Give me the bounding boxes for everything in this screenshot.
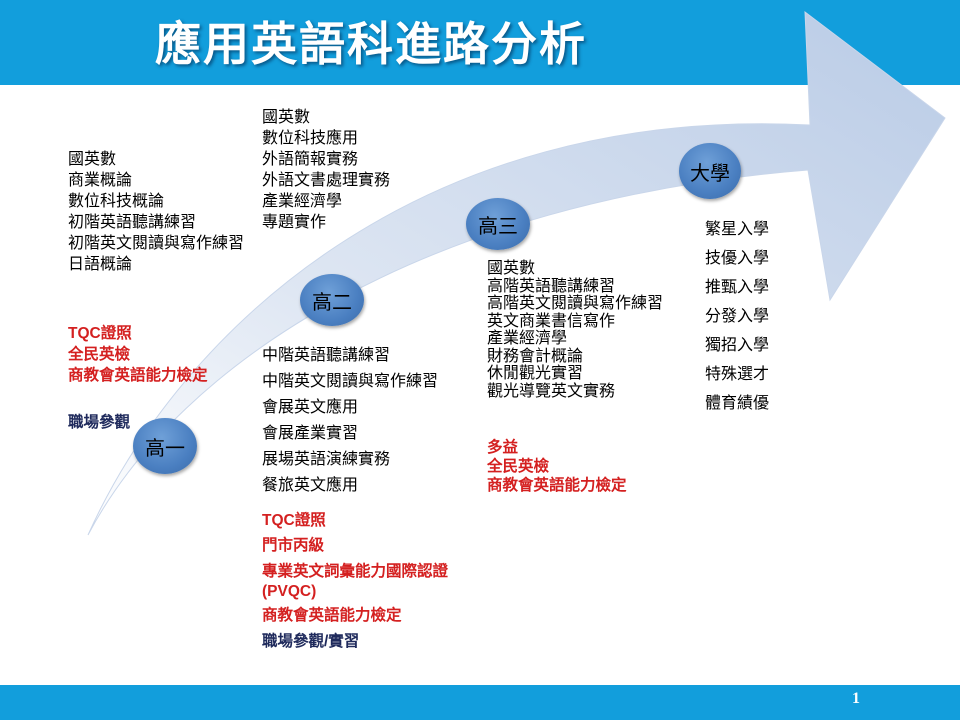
list-item: 國英數 [262, 107, 311, 126]
stage-node-university: 大學 [679, 143, 741, 199]
grade1-course-list: 國英數 商業概論 數位科技概論 初階英語聽講練習 初階英文閱讀與寫作練習 日語概… [68, 148, 244, 274]
list-item: 數位科技概論 [68, 191, 165, 210]
list-item: 餐旅英文應用 [262, 475, 359, 494]
certification-item: 全民英檢 [68, 346, 131, 363]
list-item: 產業經濟學 [487, 328, 568, 347]
list-item: 日語概論 [68, 254, 133, 273]
list-item: 繁星入學 [705, 219, 770, 238]
list-item: 專題實作 [262, 212, 327, 231]
list-item: 高階英語聽講練習 [487, 275, 616, 295]
certification-item: 商教會英語能力檢定 [487, 477, 627, 494]
list-item: 產業經濟學 [262, 191, 343, 210]
list-item: 外語簡報實務 [262, 149, 359, 168]
list-item: 特殊選才 [705, 364, 770, 383]
list-item: 會展英文應用 [262, 397, 359, 416]
grade2-activity: 職場參觀/實習 [262, 633, 360, 650]
stage-node-label: 大學 [690, 160, 730, 185]
list-item: 英文商業書信寫作 [487, 310, 616, 330]
list-item: 國英數 [68, 149, 117, 168]
list-item: 體育績優 [705, 393, 770, 412]
list-item: 展場英語演練實務 [262, 449, 391, 468]
list-item: 中階英文閱讀與寫作練習 [262, 371, 439, 390]
list-item: 外語文書處理實務 [262, 170, 391, 189]
list-item: 初階英語聽講練習 [68, 212, 197, 231]
list-item: 技優入學 [705, 248, 770, 267]
grade3-certifications: 多益 全民英檢 商教會英語能力檢定 [487, 438, 627, 495]
list-item: 會展產業實習 [262, 423, 359, 442]
certification-item: 專業英文詞彙能力國際認證 [262, 563, 449, 580]
grade3-course-list: 國英數 高階英語聽講練習 高階英文閱讀與寫作練習 英文商業書信寫作 產業經濟學 … [487, 259, 663, 399]
grade1-activity: 職場參觀 [68, 414, 131, 431]
list-item: 觀光導覽英文實務 [487, 380, 616, 400]
stage-node-grade3: 高三 [466, 198, 530, 250]
list-item: 國英數 [487, 258, 536, 277]
certification-item: TQC證照 [68, 325, 132, 342]
grade2-course-list: 中階英語聽講練習 中階英文閱讀與寫作練習 會展英文應用 會展產業實習 展場英語演… [262, 342, 438, 498]
stage-node-label: 高二 [312, 289, 352, 314]
certification-item: 商教會英語能力檢定 [68, 367, 208, 384]
stage-node-grade2: 高二 [300, 274, 364, 326]
list-item: 數位科技應用 [262, 128, 359, 147]
university-admission-routes: 繁星入學 技優入學 推甄入學 分發入學 獨招入學 特殊選才 體育績優 [705, 214, 769, 417]
certification-item: (PVQC) [262, 583, 317, 600]
certification-item: 全民英檢 [487, 458, 550, 475]
list-item: 商業概論 [68, 170, 133, 189]
list-item: 財務會計概論 [487, 345, 584, 365]
list-item: 獨招入學 [705, 335, 770, 354]
stage-node-grade1: 高一 [133, 418, 197, 474]
certification-item: 多益 [487, 439, 519, 456]
title-banner [0, 0, 960, 85]
footer-bar [0, 685, 960, 720]
list-item: 推甄入學 [705, 277, 770, 296]
page-number: 1 [852, 690, 860, 707]
list-item: 高階英文閱讀與寫作練習 [487, 293, 664, 312]
grade2-course-list-top: 國英數 數位科技應用 外語簡報實務 外語文書處理實務 產業經濟學 專題實作 [262, 106, 390, 232]
certification-item: TQC證照 [262, 512, 326, 529]
stage-node-label: 高三 [478, 213, 518, 238]
grade1-certifications: TQC證照 全民英檢 商教會英語能力檢定 [68, 323, 208, 386]
list-item: 中階英語聽講練習 [262, 345, 391, 364]
list-item: 分發入學 [705, 306, 770, 325]
page-title: 應用英語科進路分析 [155, 17, 587, 71]
list-item: 休閒觀光實習 [487, 363, 584, 382]
stage-node-label: 高一 [145, 435, 185, 460]
certification-item: 商教會英語能力檢定 [262, 607, 402, 624]
certification-item: 門市丙級 [262, 537, 325, 554]
grade2-certifications: TQC證照 門市丙級 專業英文詞彙能力國際認證 (PVQC) 商教會英語能力檢定 [262, 508, 448, 629]
list-item: 初階英文閱讀與寫作練習 [68, 233, 245, 252]
